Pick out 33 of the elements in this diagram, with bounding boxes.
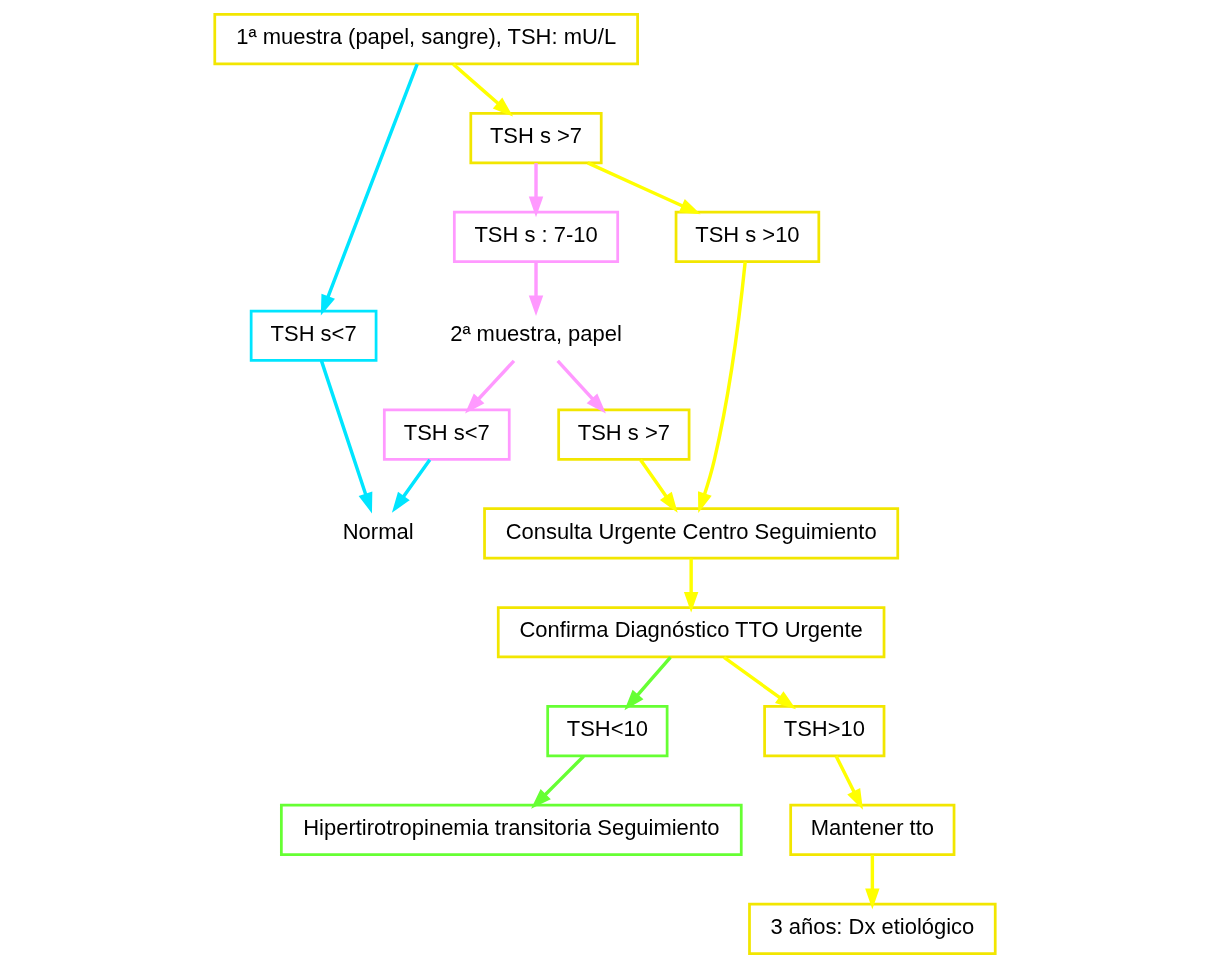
- arrow: [320, 63, 419, 316]
- node-text: 2ª muestra, papel: [449, 320, 622, 346]
- arrow: [864, 854, 880, 909]
- arrow: [464, 359, 515, 414]
- node-box: 1ª muestra (papel, sangre), TSH: mU/L: [212, 12, 639, 65]
- arrow: [697, 261, 747, 513]
- node-box: TSH>10: [762, 704, 885, 757]
- node-box: TSH s >7: [556, 408, 690, 461]
- arrow: [451, 62, 513, 117]
- node-text: Normal: [342, 518, 414, 544]
- arrow: [722, 655, 796, 709]
- node-box: TSH s >10: [674, 210, 820, 263]
- arrow: [319, 359, 372, 513]
- node-box: 3 años: Dx etiológico: [747, 902, 997, 955]
- node-box: TSH s >7: [468, 111, 603, 164]
- node-box: Mantener tto: [788, 803, 955, 856]
- node-box: TSH<10: [545, 704, 668, 757]
- node-box: Confirma Diagnóstico TTO Urgente: [496, 605, 885, 658]
- arrow: [530, 754, 585, 809]
- arrow: [683, 558, 698, 613]
- node-box: Consulta Urgente Centro Seguimiento: [482, 506, 899, 559]
- node-box: TSH s<7: [249, 309, 377, 362]
- node-box: TSH s : 7-10: [452, 210, 619, 263]
- arrow: [528, 162, 543, 217]
- arrow: [586, 160, 701, 214]
- node-box: Hipertirotropinemia transitoria Seguimiento: [279, 803, 743, 856]
- arrow: [834, 754, 863, 810]
- arrow: [623, 655, 672, 710]
- arrow: [391, 458, 431, 513]
- node-box: TSH s<7: [382, 408, 511, 461]
- arrow: [528, 261, 543, 316]
- arrow: [638, 458, 678, 513]
- arrow: [555, 359, 606, 414]
